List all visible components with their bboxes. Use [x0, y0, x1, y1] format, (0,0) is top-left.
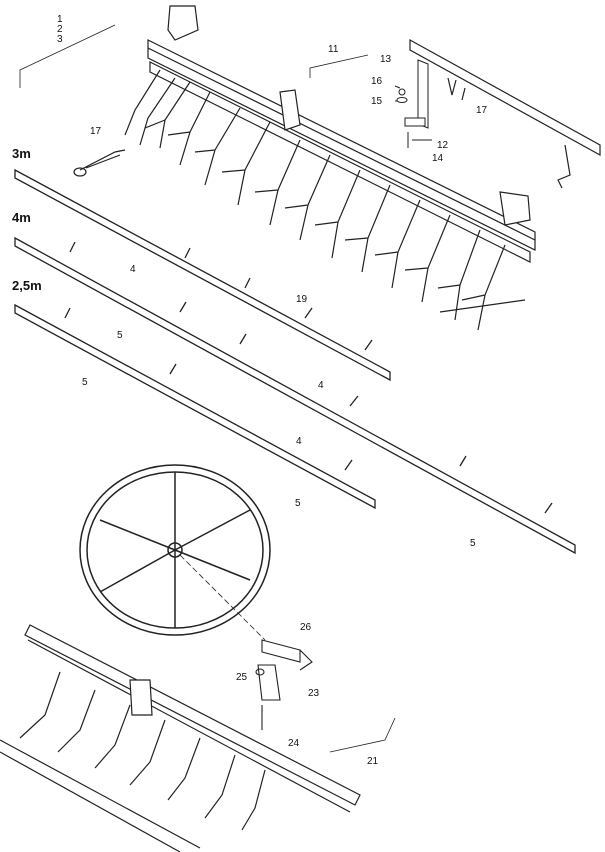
ref-label-2: 2 [57, 24, 63, 35]
ref-label-17-top: 17 [476, 105, 488, 116]
ref-label-13: 13 [380, 54, 392, 65]
size-label-4m: 4m [12, 210, 31, 225]
ref-label-1: 1 [57, 14, 63, 25]
rail-2-5m-part-5 [14, 303, 376, 510]
ref-label-15: 15 [371, 96, 383, 107]
ref-label-17-left: 17 [90, 126, 102, 137]
ref-label-12: 12 [437, 140, 449, 151]
bottom-frame-assembly [0, 624, 361, 852]
ref-label-24: 24 [288, 738, 300, 749]
ref-label-4-c: 4 [296, 436, 302, 447]
clip-part-17 [73, 149, 126, 177]
hub-parts [255, 639, 313, 730]
ref-label-19: 19 [296, 294, 308, 305]
ref-label-16: 16 [371, 76, 383, 87]
size-label-3m: 3m [12, 146, 31, 161]
ref-label-5-a: 5 [117, 330, 123, 341]
ref-label-25: 25 [236, 672, 248, 683]
ref-label-3: 3 [57, 34, 63, 45]
top-right-rail [409, 38, 601, 189]
ref-label-26: 26 [300, 622, 312, 633]
ref-label-21: 21 [367, 756, 379, 767]
size-label-2-5m: 2,5m [12, 278, 42, 293]
ref-label-14: 14 [432, 153, 444, 164]
clamp-bracket-parts [394, 59, 432, 148]
main-frame-assembly [124, 5, 536, 331]
ref-label-5-c: 5 [295, 498, 301, 509]
ref-label-23: 23 [308, 688, 320, 699]
ref-label-4-b: 4 [318, 380, 324, 391]
spiked-wheel [79, 464, 271, 636]
rail-4m-part-4 [14, 236, 576, 555]
ref-label-4-a: 4 [130, 264, 136, 275]
ref-label-5-b: 5 [82, 377, 88, 388]
ref-label-11: 11 [328, 44, 339, 55]
rail-3m-part-4 [14, 168, 391, 382]
ref-label-5-d: 5 [470, 538, 476, 549]
